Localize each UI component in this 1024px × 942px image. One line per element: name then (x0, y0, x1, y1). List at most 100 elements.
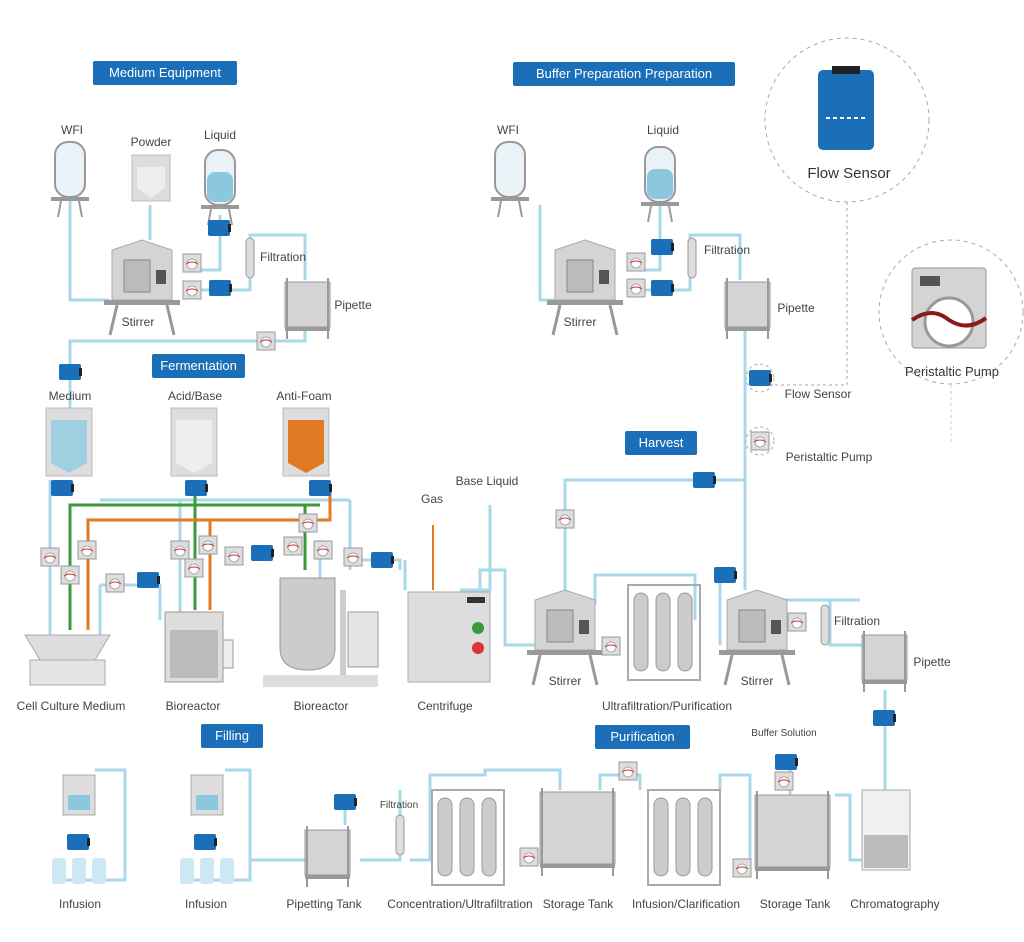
anti-foam-bag (282, 407, 330, 477)
label-cell-culture-medium: Cell Culture Medium (16, 699, 126, 713)
pipe (563, 330, 747, 590)
peristaltic-pump-icon (313, 540, 333, 560)
peristaltic-pump-icon (626, 278, 646, 298)
peristaltic-pump-icon (40, 547, 60, 567)
legend-peristaltic-pump-icon (910, 267, 988, 349)
flow-sensor-highlight (745, 363, 775, 393)
cell-culture-incubator (24, 634, 111, 686)
pipe (593, 573, 697, 620)
filtration-filter (820, 604, 830, 646)
label-medium: Medium (48, 389, 92, 403)
flow-sensor-icon (775, 754, 798, 770)
label-liquid: Liquid (203, 128, 237, 142)
flow-sensor-icon (137, 572, 160, 588)
legend-flow-sensor-label: Flow Sensor (807, 165, 891, 182)
flow-sensor-icon (873, 710, 896, 726)
label-pipetting-tank: Pipetting Tank (286, 897, 362, 911)
peristaltic-pump-icon (60, 565, 80, 585)
label-peristaltic-pump: Peristaltic Pump (785, 450, 873, 464)
peristaltic-pump-icon (184, 558, 204, 578)
label-stirrer: Stirrer (121, 315, 155, 329)
filtration-filter (245, 237, 255, 279)
peristaltic-pump-icon (787, 612, 807, 632)
stirrer (527, 589, 603, 686)
bioreactor-large (263, 577, 379, 687)
powder-bag (131, 154, 171, 202)
pipe (68, 200, 110, 302)
peristaltic-pump-icon (224, 546, 244, 566)
label-powder: Powder (130, 135, 172, 149)
flow-sensor-icon (309, 480, 332, 496)
bioreactor-small (164, 611, 234, 683)
medium-bag (45, 407, 93, 477)
peristaltic-pump-icon (182, 280, 202, 300)
label-filtration: Filtration (379, 800, 419, 811)
pipetting-tank (304, 826, 351, 887)
peristaltic-pump-icon (105, 573, 125, 593)
acid-base-bag (170, 407, 218, 477)
centrifuge (407, 591, 491, 683)
peristaltic-pump-icon (170, 540, 190, 560)
label-liquid: Liquid (646, 123, 680, 137)
label-chromatography: Chromatography (850, 897, 940, 911)
pipette-tank (284, 278, 331, 339)
pipe (460, 505, 492, 592)
label-filtration: Filtration (259, 250, 307, 264)
label-anti-foam: Anti-Foam (276, 389, 332, 403)
chromatography-column (861, 789, 911, 871)
label-wfi: WFI (61, 123, 83, 137)
storage-tank (539, 788, 616, 876)
flow-sensor-icon (334, 794, 357, 810)
pipe (410, 768, 562, 862)
clarification-columns (647, 789, 721, 886)
wfi-tank (51, 141, 89, 218)
peristaltic-pump-icon (555, 509, 575, 529)
label-infusion: Infusion (184, 897, 228, 911)
label-acid-base: Acid/Base (167, 389, 223, 403)
flow-sensor-icon (651, 239, 674, 255)
flow-sensor-icon (651, 280, 674, 296)
peristaltic-pump-icon (774, 771, 794, 791)
peristaltic-pump-icon (750, 431, 770, 451)
flow-sensor-icon (59, 364, 82, 380)
pipe (68, 330, 307, 420)
label-stirrer: Stirrer (548, 674, 582, 688)
flow-sensor-icon (194, 834, 217, 850)
label-gas: Gas (420, 492, 444, 506)
flow-sensor-icon (209, 280, 232, 296)
liquid-tank (201, 149, 239, 226)
pipe (538, 205, 555, 302)
label-filtration: Filtration (703, 243, 751, 257)
flow-sensor-icon (251, 545, 274, 561)
flow-sensor-icon (185, 480, 208, 496)
flow-sensor-icon (67, 834, 90, 850)
label-concentration-ultrafiltration: Concentration/Ultrafiltration (387, 897, 533, 911)
stirrer (719, 589, 795, 686)
peristaltic-pump-icon (298, 513, 318, 533)
label-ultrafiltration-purification: Ultrafiltration/Purification (601, 699, 733, 713)
flow-sensor-icon (208, 220, 231, 236)
section-purification: Purification (595, 725, 690, 749)
infusion-machine (180, 774, 234, 884)
peristaltic-pump-icon (283, 536, 303, 556)
flow-sensor-icon (749, 370, 772, 386)
label-flow-sensor: Flow Sensor (784, 387, 852, 401)
peristaltic-pump-icon (601, 636, 621, 656)
legend-peristaltic-pump-label: Peristaltic Pump (905, 364, 999, 379)
storage-tank (754, 791, 831, 879)
label-stirrer: Stirrer (740, 674, 774, 688)
callout-line (775, 202, 848, 386)
label-storage-tank: Storage Tank (759, 897, 831, 911)
label-buffer-solution: Buffer Solution (751, 728, 817, 739)
peristaltic-pump-icon (182, 253, 202, 273)
filtration-filter (687, 237, 697, 279)
stirrer (547, 239, 623, 336)
peristaltic-pump-icon (343, 547, 363, 567)
pipe (355, 558, 402, 570)
label-pipette: Pipette (777, 301, 815, 315)
concentration-columns (431, 789, 505, 886)
wfi-tank (491, 141, 529, 218)
label-filtration: Filtration (833, 614, 881, 628)
section-medium-equipment: Medium Equipment (93, 61, 237, 85)
